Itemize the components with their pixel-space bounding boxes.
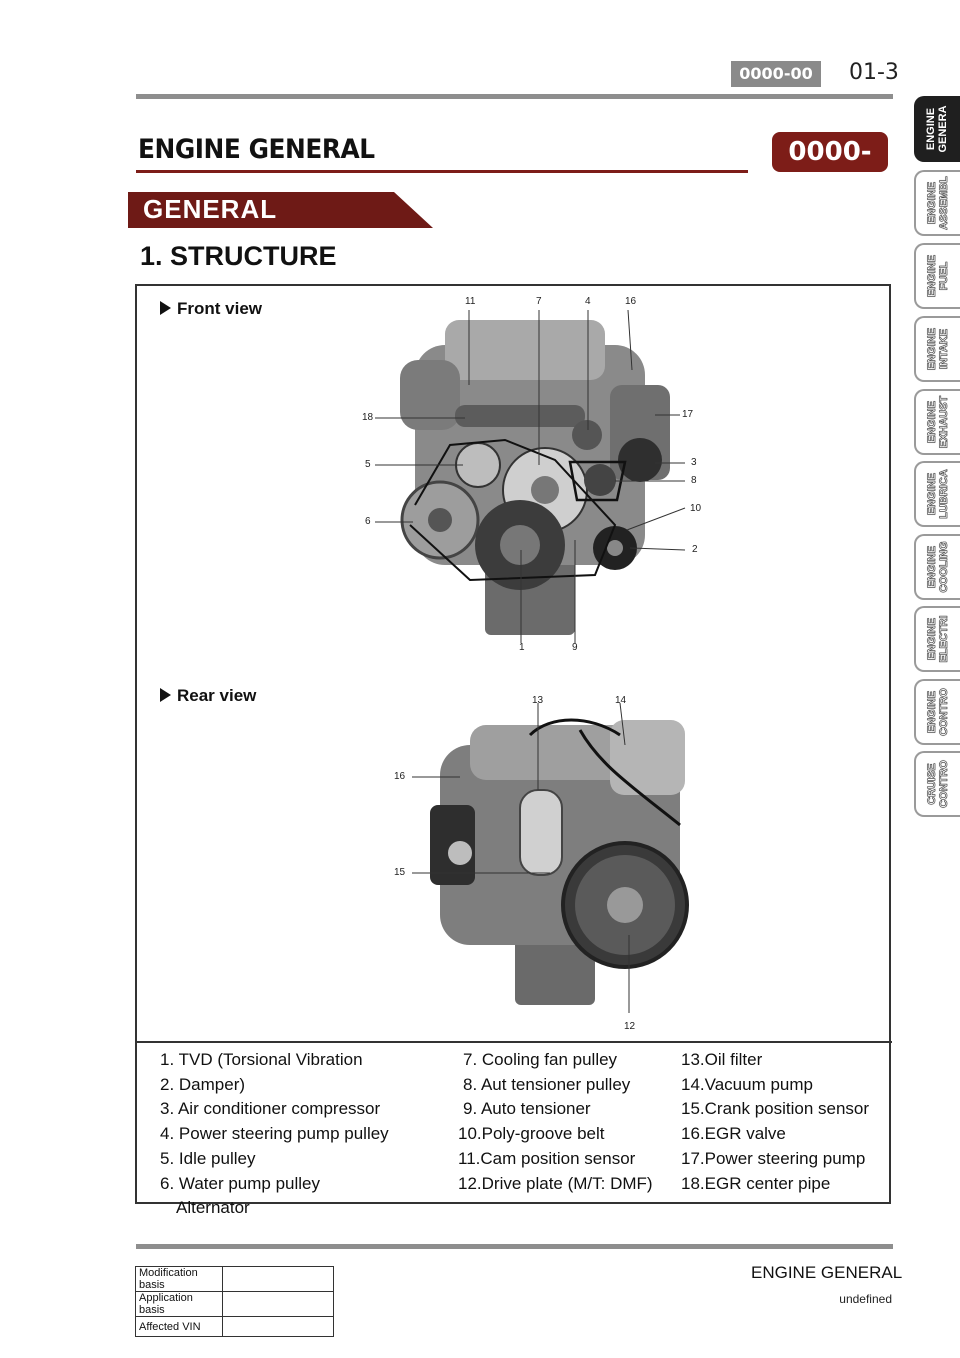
front-callout-3: 3 (691, 457, 697, 468)
rear-view-engine-image (412, 702, 689, 1013)
front-callout-1: 1 (519, 642, 525, 653)
front-callout-5: 5 (365, 459, 371, 470)
legend-item: 11.Cam position sensor (458, 1148, 636, 1168)
footer-subtitle: undefined (839, 1292, 892, 1306)
table-row: Application basis (135, 1291, 334, 1317)
legend-item: 18.EGR center pipe (681, 1173, 831, 1193)
legend-item: 12.Drive plate (M/T: DMF) (458, 1173, 653, 1193)
front-callout-17: 17 (682, 409, 694, 420)
front-callout-10: 10 (690, 503, 702, 514)
rear-callout-12: 12 (624, 1021, 636, 1032)
section-underline (136, 170, 748, 173)
top-divider (136, 94, 893, 99)
table-cell-value (222, 1291, 334, 1317)
rear-callout-13: 13 (532, 695, 544, 706)
legend-item: 13.Oil filter (681, 1050, 763, 1069)
front-callout-6: 6 (365, 516, 371, 527)
front-view-label: Front view (160, 299, 262, 319)
front-callout-9: 9 (572, 642, 578, 653)
header-code-badge: 0000-00 (731, 61, 821, 87)
legend-item: 10.Poly-groove belt (458, 1124, 605, 1144)
front-callout-2: 2 (692, 544, 698, 555)
figure-box (135, 284, 891, 1204)
legend-column-3: 13.Oil filter 14.Vacuum pump 15.Crank po… (681, 1048, 869, 1196)
structure-heading: 1. STRUCTURE (140, 241, 337, 271)
legend-column-1: 1. TVD (Torsional Vibration 2. Damper) 3… (160, 1048, 389, 1221)
general-banner-label: GENERAL (143, 194, 278, 224)
legend-item: 6. Water pump pulley (160, 1173, 320, 1193)
rear-view-label: Rear view (160, 686, 256, 706)
legend-item: 9. Auto tensioner (463, 1099, 591, 1119)
table-row: Modification basis (135, 1266, 334, 1292)
legend-item: 5. Idle pulley (160, 1148, 256, 1168)
front-callout-11: 11 (465, 296, 476, 307)
front-callout-8: 8 (691, 475, 697, 486)
legend-item: 16.EGR valve (681, 1124, 786, 1144)
legend-item: 17.Power steering pump (681, 1148, 866, 1168)
table-cell-value (222, 1316, 334, 1337)
legend-divider (135, 1041, 892, 1043)
modification-table: Modification basis Application basis Aff… (135, 1266, 334, 1337)
section-code-badge: 0000-00 (772, 132, 888, 207)
table-cell-label: Modification basis (135, 1266, 223, 1292)
legend-item: 8. Aut tensioner pulley (463, 1074, 631, 1094)
legend-item: 3. Air conditioner compressor (160, 1099, 381, 1119)
front-view-engine-image (375, 309, 686, 643)
front-callout-7: 7 (536, 296, 542, 307)
front-view-label-text: Front view (177, 299, 263, 318)
table-cell-value (222, 1266, 334, 1292)
legend-item: 4. Power steering pump pulley (160, 1124, 389, 1144)
legend-item: Alternator (176, 1198, 250, 1218)
footer-title: ENGINE GENERAL (751, 1263, 903, 1282)
rear-callout-14: 14 (615, 695, 627, 706)
legend-item: 2. Damper) (160, 1074, 246, 1094)
legend-column-2: 7. Cooling fan pulley 8. Aut tensioner p… (458, 1048, 653, 1196)
legend-item: 14.Vacuum pump (681, 1074, 813, 1094)
legend-item: 7. Cooling fan pulley (463, 1050, 618, 1069)
front-callout-4: 4 (585, 296, 591, 307)
footer-divider (136, 1244, 893, 1249)
play-triangle-icon (160, 688, 171, 702)
rear-callout-15: 15 (394, 867, 406, 878)
table-row: Affected VIN (135, 1316, 334, 1337)
play-triangle-icon (160, 301, 171, 315)
table-cell-label: Application basis (135, 1291, 223, 1317)
section-title: ENGINE GENERAL (138, 134, 375, 165)
table-cell-label: Affected VIN (135, 1316, 223, 1337)
front-callout-16: 16 (625, 296, 637, 307)
legend-item: 15.Crank position sensor (681, 1099, 870, 1119)
front-callout-18: 18 (362, 412, 374, 423)
rear-callout-16: 16 (394, 771, 406, 782)
general-banner (128, 192, 433, 228)
legend-item: 1. TVD (Torsional Vibration (160, 1050, 363, 1069)
page-number: 01-3 (849, 60, 899, 85)
rear-view-label-text: Rear view (177, 686, 257, 705)
